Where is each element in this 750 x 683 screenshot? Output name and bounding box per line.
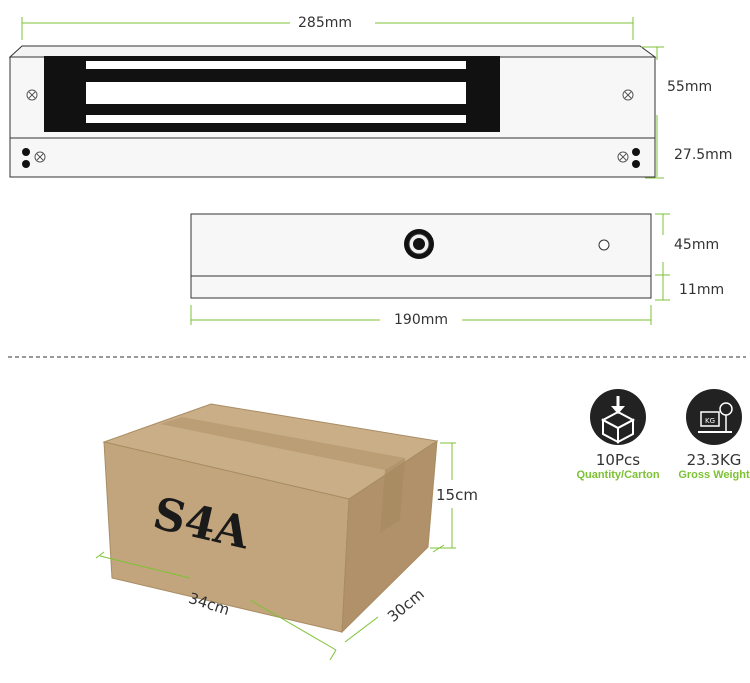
svg-text:KG: KG — [705, 417, 715, 425]
box-icon — [590, 389, 646, 445]
armature-plate-drawing — [190, 213, 652, 299]
quantity-caption: Quantity/Carton — [576, 469, 660, 481]
armature-dimension-lines — [190, 213, 670, 325]
magnet-height-label: 55mm — [667, 79, 713, 95]
magnet-depth-label: 27.5mm — [674, 147, 733, 163]
carton-height-label: 15cm — [436, 486, 478, 504]
magnet-length-label: 285mm — [298, 15, 352, 31]
carton-box-drawing — [102, 403, 439, 634]
armature-height-label: 45mm — [674, 237, 720, 253]
quantity-value: 10Pcs — [595, 451, 641, 469]
weight-caption: Gross Weight — [678, 469, 750, 481]
scale-icon: KG — [686, 389, 742, 445]
carton-dimension-lines — [95, 442, 456, 661]
magnet-lock-drawing — [8, 45, 657, 178]
magnet-dimension-lines — [21, 17, 664, 179]
armature-length-label: 190mm — [394, 312, 448, 328]
weight-value: 23.3KG — [686, 451, 742, 469]
armature-depth-label: 11mm — [679, 282, 725, 298]
